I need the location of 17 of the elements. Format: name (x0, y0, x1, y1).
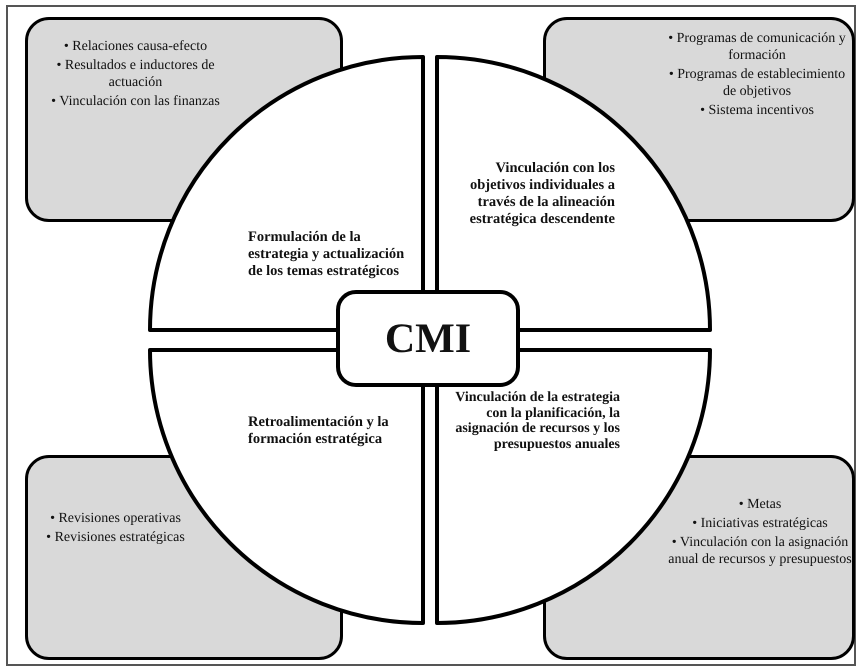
bullet-item: • Programas de establecimiento de objetivos (668, 66, 846, 100)
bullet-item: • Revisiones operativas (49, 510, 182, 527)
bullet-item: • Metas (738, 496, 782, 513)
sector-text: Vinculación de la estrategia con la planificación, la asignación de recursos y los presupuestos anuales (454, 390, 620, 452)
bullet-item: • Vinculación con las finanzas (50, 93, 221, 110)
bullet-item: • Iniciativas estratégicas (691, 515, 829, 532)
bullet-item: • Sistema incentivos (699, 102, 815, 119)
bullet-item: • Vinculación con la asignación anual de recursos y presupuestos (668, 534, 852, 568)
center-box (336, 290, 520, 387)
center-title: CMI (384, 314, 472, 362)
bullet-item: • Resultados e inductores de actuación (55, 57, 216, 91)
sector-text: Formulación de la estrategia y actualización de los temas estratégicos (248, 229, 406, 280)
bullet-item: • Programas de comunicación y formación (667, 30, 847, 64)
bullet-item: • Revisiones estratégicas (45, 529, 186, 546)
bullet-item: • Relaciones causa-efecto (62, 38, 208, 55)
sector-text: Retroalimentación y la formación estratégica (248, 414, 390, 448)
sector-text: Vinculación con los objetivos individuales a través de la alineación estratégica descendente (468, 160, 615, 228)
